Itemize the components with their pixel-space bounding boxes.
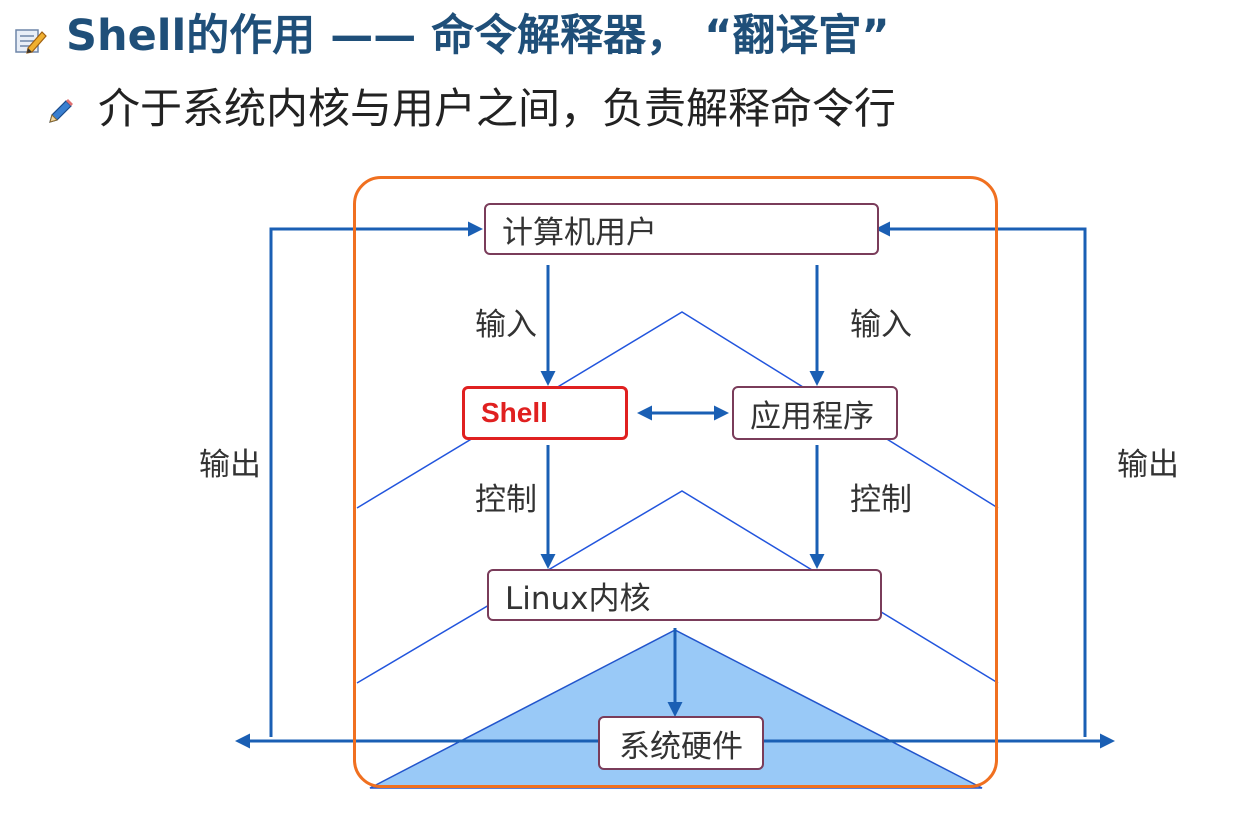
slide-subtitle: 介于系统内核与用户之间，负责解释命令行 bbox=[98, 84, 897, 133]
control-label-left: 控制 bbox=[475, 482, 537, 518]
kernel-node: Linux内核 bbox=[487, 569, 882, 621]
hardware-node: 系统硬件 bbox=[598, 716, 764, 770]
left-output-arrow bbox=[269, 221, 483, 737]
right-output-arrow bbox=[875, 221, 1087, 737]
middle-chevron-line bbox=[356, 490, 999, 684]
app-node: 应用程序 bbox=[732, 386, 898, 440]
shell-scope-frame bbox=[353, 176, 998, 788]
control-label-right: 控制 bbox=[850, 482, 912, 518]
slide-title: Shell的作用 —— 命令解释器， “翻译官” bbox=[66, 11, 890, 61]
user-node: 计算机用户 bbox=[484, 203, 879, 255]
input-label-left: 输入 bbox=[475, 307, 537, 343]
output-label-left: 输出 bbox=[199, 447, 261, 483]
pencil-icon bbox=[46, 98, 74, 130]
notepad-icon bbox=[14, 24, 48, 60]
output-label-right: 输出 bbox=[1117, 447, 1179, 483]
shell-node: Shell bbox=[462, 386, 628, 440]
input-label-right: 输入 bbox=[850, 307, 912, 343]
outer-chevron-line bbox=[356, 311, 999, 509]
